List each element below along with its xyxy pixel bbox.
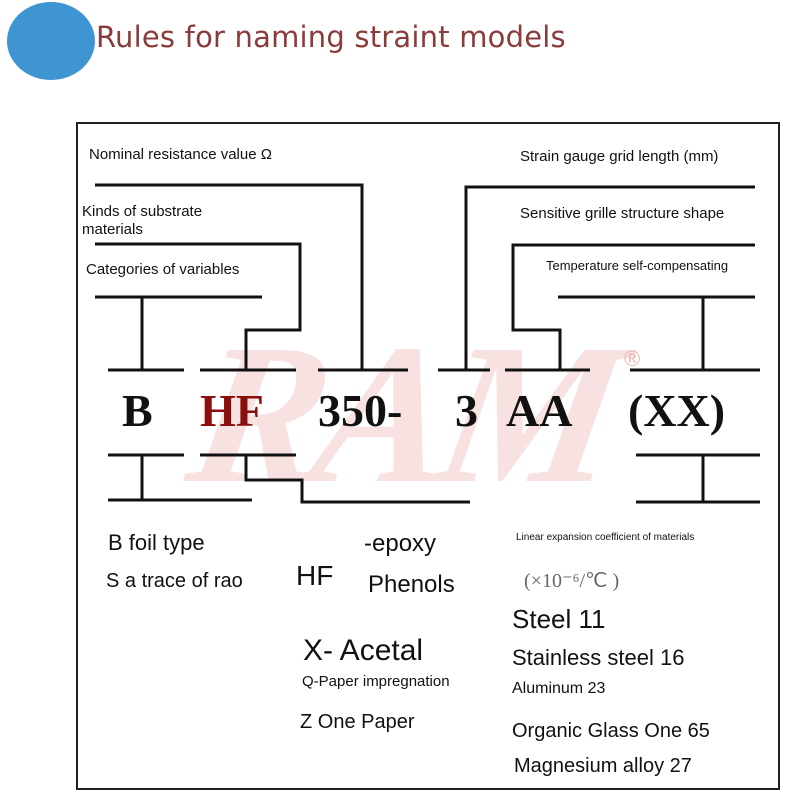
substrate-phenols: Phenols [368,571,455,598]
type-s-trace: S a trace of rao [106,570,243,592]
label-categories: Categories of variables [86,261,240,278]
label-grid-length: Strain gauge grid length (mm) [520,148,719,165]
connector-grid-length [464,185,755,370]
connector-substrate [95,242,302,370]
label-grille-shape: Sensitive grille structure shape [520,205,725,222]
label-substrate-line1: Kinds of substrate [82,203,203,220]
expansion-organic-glass: Organic Glass One 65 [512,720,710,742]
label-nominal-resistance: Nominal resistance value Ω [89,146,272,163]
substrate-acetal: X- Acetal [303,634,424,667]
comp-bottom-stem [701,455,760,504]
substrate-paper-impregnation: Q-Paper impregnation [302,673,450,690]
expansion-unit: (×10⁻⁶/℃ ) [524,570,620,592]
connector-grille-shape [511,243,755,370]
substrate-hf-code: HF [296,560,334,591]
expansion-steel: Steel 11 [512,604,606,634]
b-bottom-stem [140,455,252,502]
substrate-one-paper: Z One Paper [300,711,415,733]
connector-nominal-resistance [95,183,364,370]
code-hf: HF [200,385,264,436]
hf-bottom-connector [244,455,470,504]
code-shape: AA [506,385,573,436]
expansion-magnesium-alloy: Magnesium alloy 27 [514,755,692,777]
diagram-frame [76,122,780,790]
label-temp-comp: Temperature self-compensating [546,258,729,273]
page-title: Rules for naming straint models [96,20,566,54]
registered-mark-icon: ® [624,346,641,371]
code-compensation: (XX) [628,385,726,436]
substrate-epoxy: -epoxy [364,530,437,557]
code-resistance: 350- [318,385,403,436]
label-substrate-line2: materials [82,221,143,238]
expansion-stainless-steel: Stainless steel 16 [512,645,685,670]
expansion-aluminum: Aluminum 23 [512,680,606,697]
code-grid-length: 3 [455,385,478,436]
blue-circle-decoration [7,2,95,80]
type-b-foil: B foil type [108,530,205,555]
expansion-heading: Linear expansion coefficient of material… [516,532,695,543]
code-b: B [122,385,153,436]
